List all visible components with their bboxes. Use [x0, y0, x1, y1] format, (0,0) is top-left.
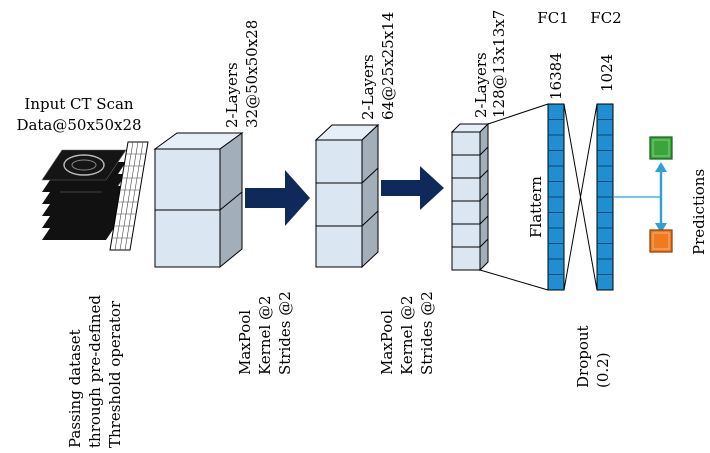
block2-pool-line3: Strides @2: [418, 291, 436, 375]
fc1-layer: [547, 103, 565, 291]
fc-cross-line-2: [563, 103, 598, 291]
block2-shape: 64@25x25x14: [379, 12, 397, 120]
prediction-arrow-head-down: [655, 223, 667, 233]
block2-header: 2-Layers 64@25x25x14: [359, 12, 397, 120]
block3-shape: 128@13x13x7: [490, 10, 508, 118]
orange-output-node: [649, 229, 673, 253]
block2-layers: 2-Layers: [359, 54, 377, 120]
block3-layers: 2-Layers: [472, 52, 490, 118]
block1-shape: 32@50x50x28: [243, 20, 261, 128]
fc2-dropout-line1: Dropout: [574, 325, 592, 388]
fc1-name: FC1: [537, 9, 568, 27]
flatten-connector-top: [487, 103, 549, 125]
input-caption-line3: Threshold operator: [106, 300, 124, 448]
fc2-units: 1024: [598, 54, 616, 92]
conv-block-1-cube: [153, 132, 244, 269]
block1-pool: MaxPool Kernel @2 Strides @2: [236, 291, 294, 375]
block1-layers: 2-Layers: [223, 62, 241, 128]
fc2-name: FC2: [590, 9, 621, 27]
block1-pool-line1: MaxPool: [236, 310, 254, 375]
block2-pool-line1: MaxPool: [378, 310, 396, 375]
input-title-line1: Input CT Scan: [24, 95, 134, 113]
fc2-dropout: Dropout (0.2): [574, 325, 612, 388]
input-caption: Passing dataset through pre-defined Thre…: [66, 295, 124, 448]
block3-header: 2-Layers 128@13x13x7: [472, 10, 508, 118]
block1-header: 2-Layers 32@50x50x28: [223, 20, 261, 128]
threshold-grid: [109, 141, 149, 251]
input-title-line2: Data@50x50x28: [16, 116, 141, 134]
fc2-layer: [596, 103, 614, 291]
pool-arrow-2: [381, 166, 444, 210]
input-caption-line1: Passing dataset: [66, 329, 84, 448]
fc1-units: 16384: [547, 52, 565, 100]
conv-block-3-cube: [450, 122, 490, 272]
fc1-label: Flattern: [527, 176, 545, 238]
prediction-arrow-head-up: [655, 162, 667, 172]
input-caption-line2: through pre-defined: [86, 295, 104, 448]
pool-arrow-1: [245, 170, 310, 226]
green-output-node: [649, 136, 673, 160]
block1-pool-line3: Strides @2: [276, 291, 294, 375]
conv-block-2-cube: [314, 123, 380, 269]
block2-pool-line2: Kernel @2: [398, 296, 416, 376]
predictions-label: Predictions: [690, 169, 708, 255]
flatten-connector-bottom: [479, 269, 549, 291]
ct-scan-stack: [41, 149, 127, 240]
fc2-dropout-line2: (0.2): [594, 352, 612, 388]
block2-pool: MaxPool Kernel @2 Strides @2: [378, 291, 436, 375]
block1-pool-line2: Kernel @2: [256, 296, 274, 376]
